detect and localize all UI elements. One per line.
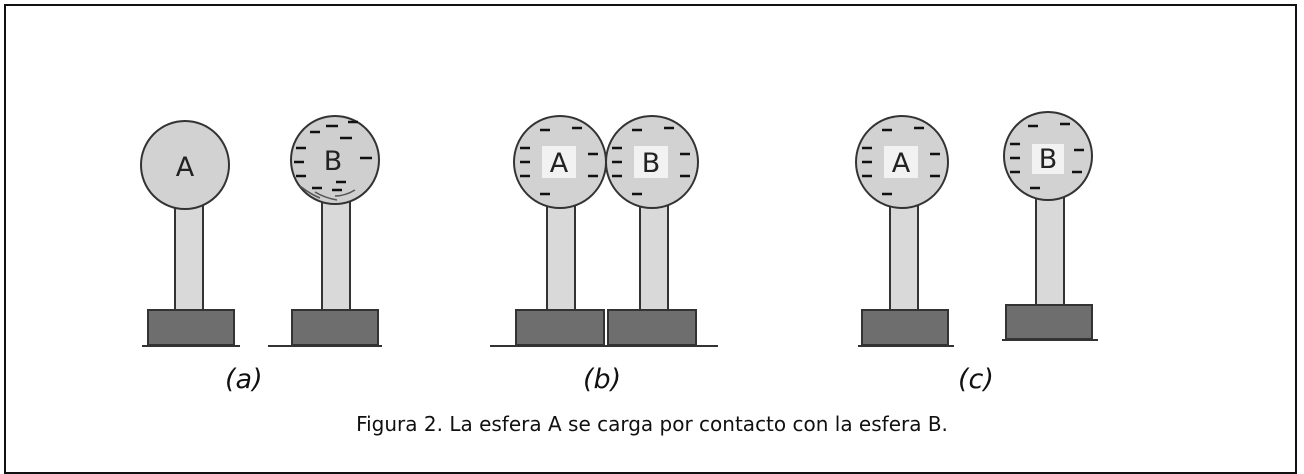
negative-charges	[1010, 122, 1084, 190]
stand	[546, 199, 576, 311]
sphere-letter: A	[176, 152, 195, 183]
figure-caption: Figura 2. La esfera A se carga por conta…	[356, 412, 948, 436]
base	[291, 309, 379, 346]
sphere-b-contact: B	[605, 115, 699, 346]
stand	[1035, 195, 1065, 306]
stand	[174, 199, 204, 311]
base	[861, 309, 949, 346]
negative-charges	[294, 120, 372, 192]
stand	[639, 199, 669, 311]
sphere-letter: A	[892, 148, 911, 179]
stand	[889, 199, 919, 311]
sphere-a-contact: A	[513, 115, 607, 346]
sphere-letter: B	[642, 148, 661, 179]
base	[1005, 304, 1093, 340]
panel-label-b: (b)	[583, 364, 622, 395]
base	[607, 309, 697, 346]
sphere-a-neutral: A	[140, 120, 240, 347]
sphere	[290, 115, 380, 205]
sphere-b-separated: B	[1002, 111, 1098, 341]
sphere	[140, 120, 230, 210]
base	[515, 309, 605, 346]
negative-charges	[520, 126, 598, 196]
panel-label-a: (a)	[225, 364, 263, 395]
sphere-letter: A	[550, 148, 569, 179]
negative-charges	[612, 126, 690, 196]
base	[147, 309, 235, 346]
sphere-letter: B	[1039, 144, 1058, 175]
sphere-b-charged: B	[268, 115, 382, 347]
panel-c: A B	[855, 111, 1098, 347]
sphere-letter: B	[324, 146, 343, 177]
panel-b: A B	[490, 115, 718, 347]
sphere-a-separated: A	[855, 115, 954, 347]
panel-a: A B	[140, 115, 382, 347]
negative-charges	[862, 126, 940, 196]
panel-label-c: (c)	[958, 364, 994, 395]
stand	[321, 199, 351, 311]
